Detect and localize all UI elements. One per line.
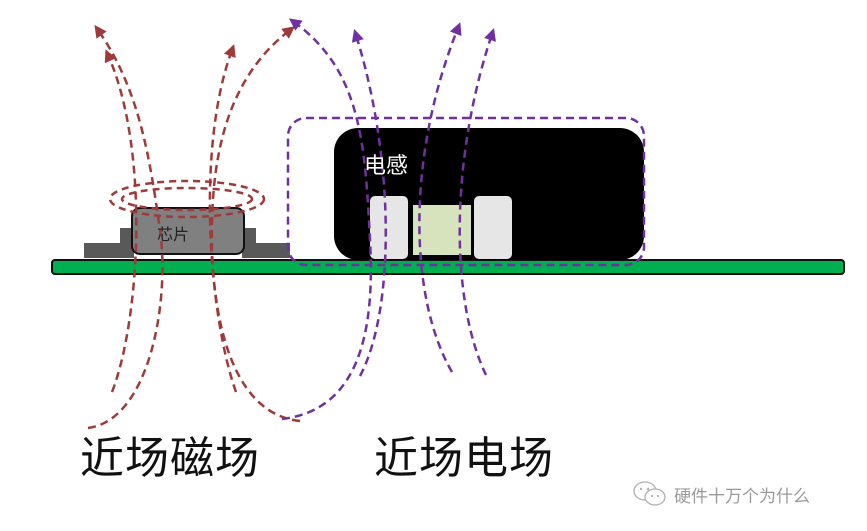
- magnetic-loop-outer: [108, 179, 266, 219]
- magnetic-line-2: [87, 24, 164, 430]
- wechat-icon: [633, 481, 666, 506]
- chip-pad-left: [84, 228, 134, 258]
- watermark: 硬件十万个为什么: [632, 480, 810, 508]
- magnetic-line-4: [210, 26, 301, 423]
- inductor-label: 电感: [364, 154, 409, 179]
- chip-body: [131, 207, 245, 255]
- electric-line-2: [351, 29, 388, 377]
- magnetic-line-1: [104, 49, 138, 393]
- inductor-terminal-left: [370, 196, 408, 259]
- magnetic-field-lines: [87, 24, 301, 430]
- magnetic-loop-inner: [120, 186, 254, 212]
- electric-line-1: [281, 18, 373, 421]
- chip-pad-right: [242, 228, 290, 258]
- magnetic-line-3: [208, 44, 238, 393]
- inductor-body: [334, 128, 644, 260]
- electric-field-boundary: [286, 116, 646, 267]
- electric-field-lines: [281, 18, 496, 421]
- pcb-board: [51, 259, 845, 275]
- inductor-terminal-right: [474, 196, 512, 259]
- chip-label: 芯片: [157, 225, 190, 244]
- electric-field-label: 近场电场: [374, 433, 554, 484]
- inductor-core: [413, 205, 471, 255]
- magnetic-field-label: 近场磁场: [80, 433, 260, 484]
- watermark-text: 硬件十万个为什么: [674, 486, 810, 507]
